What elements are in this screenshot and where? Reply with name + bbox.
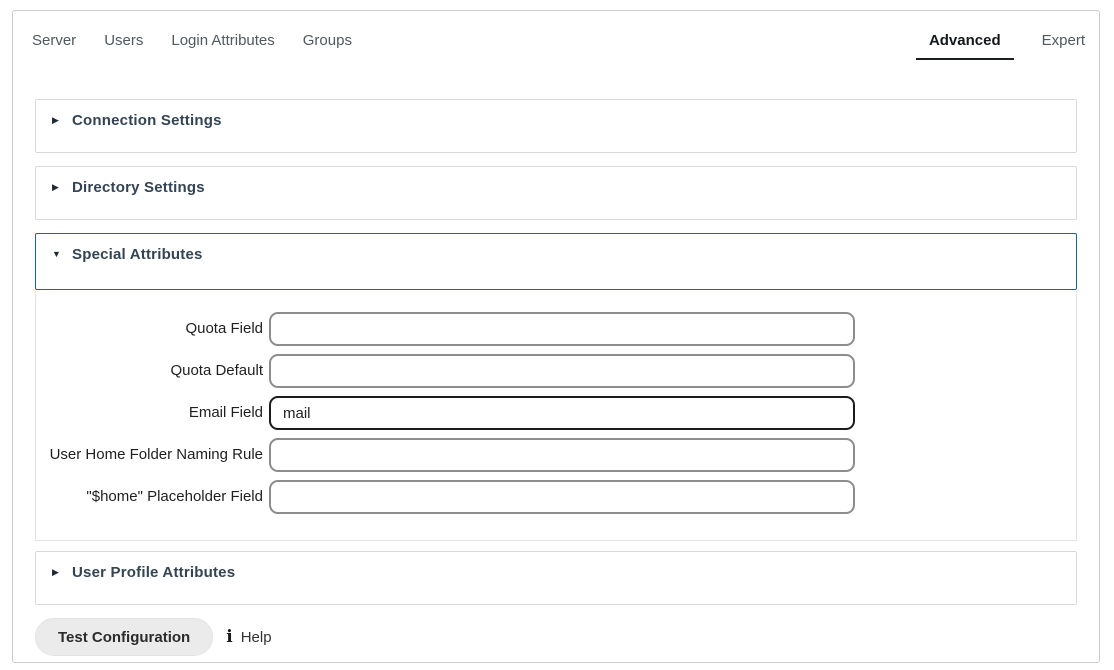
- section-user-profile-attributes-header[interactable]: ▶ User Profile Attributes: [52, 564, 1060, 581]
- test-configuration-button[interactable]: Test Configuration: [35, 618, 214, 656]
- tab-groups[interactable]: Groups: [302, 32, 352, 49]
- quota-field-label: Quota Field: [185, 320, 263, 337]
- tab-advanced[interactable]: Advanced: [915, 32, 1014, 60]
- section-title: Directory Settings: [72, 179, 205, 196]
- section-special-attributes-header[interactable]: ▼ Special Attributes: [52, 246, 1060, 263]
- special-attributes-form: Quota Field Quota Default Email Field Us…: [35, 290, 1077, 541]
- form-row-home-folder-rule: User Home Folder Naming Rule: [42, 438, 1060, 472]
- section-title: Connection Settings: [72, 112, 222, 129]
- section-directory-settings[interactable]: ▶ Directory Settings: [35, 166, 1077, 220]
- section-special-attributes[interactable]: ▼ Special Attributes: [35, 233, 1077, 290]
- form-row-quota-field: Quota Field: [42, 312, 1060, 346]
- quota-default-input[interactable]: [269, 354, 855, 388]
- tab-server[interactable]: Server: [32, 32, 77, 49]
- sections-list: ▶ Connection Settings ▶ Directory Settin…: [35, 99, 1077, 605]
- form-row-email-field: Email Field: [42, 396, 1060, 430]
- tab-group-right: Advanced Expert: [915, 32, 1085, 60]
- tab-login-attributes[interactable]: Login Attributes: [171, 32, 275, 49]
- section-title: User Profile Attributes: [72, 564, 236, 581]
- help-link[interactable]: i Help: [226, 626, 272, 647]
- section-connection-settings[interactable]: ▶ Connection Settings: [35, 99, 1077, 153]
- home-placeholder-input[interactable]: [269, 480, 855, 514]
- email-field-input[interactable]: [269, 396, 855, 430]
- tab-group-left: Server Users Login Attributes Groups: [32, 32, 352, 49]
- chevron-down-icon: ▼: [52, 249, 61, 259]
- ldap-settings-panel: Server Users Login Attributes Groups Adv…: [12, 10, 1100, 663]
- tab-bar: Server Users Login Attributes Groups Adv…: [13, 11, 1099, 60]
- tab-users[interactable]: Users: [104, 32, 144, 49]
- footer-actions: Test Configuration i Help: [35, 618, 1077, 656]
- form-row-quota-default: Quota Default: [42, 354, 1060, 388]
- section-connection-settings-header[interactable]: ▶ Connection Settings: [52, 112, 1060, 129]
- section-title: Special Attributes: [72, 246, 203, 263]
- section-user-profile-attributes[interactable]: ▶ User Profile Attributes: [35, 551, 1077, 605]
- chevron-right-icon: ▶: [52, 182, 59, 192]
- email-field-label: Email Field: [188, 404, 263, 421]
- form-row-home-placeholder: "$home" Placeholder Field: [42, 480, 1060, 514]
- home-folder-rule-input[interactable]: [269, 438, 855, 472]
- home-folder-rule-label: User Home Folder Naming Rule: [49, 446, 263, 463]
- quota-field-input[interactable]: [269, 312, 855, 346]
- tab-expert[interactable]: Expert: [1041, 32, 1085, 49]
- section-directory-settings-header[interactable]: ▶ Directory Settings: [52, 179, 1060, 196]
- info-icon: i: [226, 626, 233, 647]
- help-label: Help: [240, 628, 272, 646]
- quota-default-label: Quota Default: [170, 362, 263, 379]
- chevron-right-icon: ▶: [52, 115, 59, 125]
- chevron-right-icon: ▶: [52, 567, 59, 577]
- home-placeholder-label: "$home" Placeholder Field: [86, 488, 263, 505]
